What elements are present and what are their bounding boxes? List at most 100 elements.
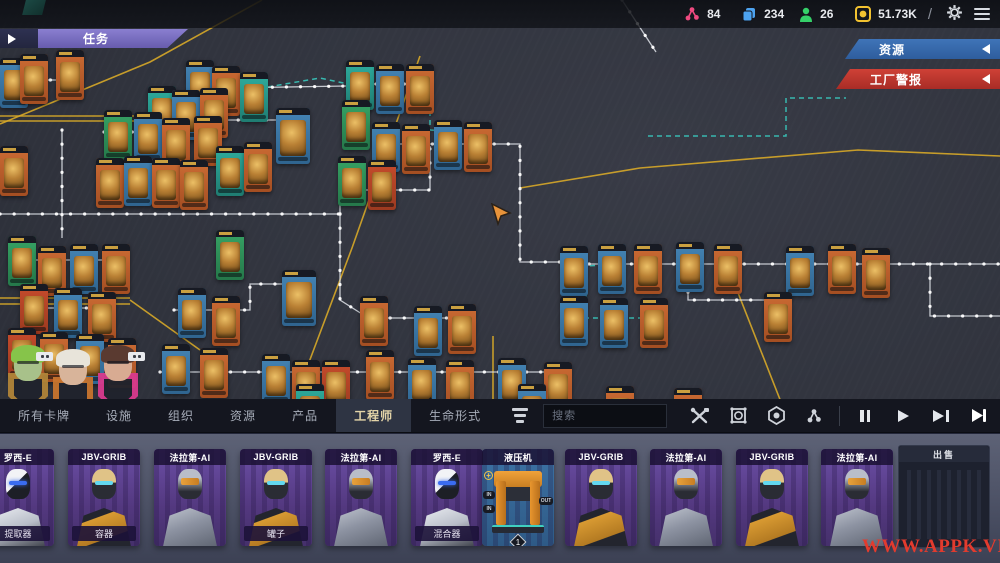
card-name: JBV-GRIB <box>68 449 140 465</box>
engineer-card[interactable]: 法拉第-AI <box>650 449 722 546</box>
machine-node[interactable] <box>56 50 84 100</box>
factory-map[interactable] <box>0 0 1000 438</box>
collapse-arrow-icon <box>982 44 990 54</box>
engineer-card[interactable]: 罗西-E 提取器 <box>0 449 54 546</box>
resources-banner-label: 资源 <box>879 42 906 57</box>
machine-node[interactable] <box>560 246 588 296</box>
expand-arrow-icon[interactable] <box>0 29 38 48</box>
machine-node[interactable] <box>212 296 240 346</box>
engineer-card[interactable]: 法拉第-AI <box>325 449 397 546</box>
machine-node[interactable] <box>20 284 48 334</box>
card-name: JBV-GRIB <box>240 449 312 465</box>
conveyor-line <box>929 264 1000 317</box>
machine-node[interactable] <box>200 348 228 398</box>
machine-node[interactable] <box>70 244 98 294</box>
engineer-card[interactable]: JBV-GRIB <box>736 449 808 546</box>
machine-node[interactable] <box>276 108 310 164</box>
conveyor-dots <box>478 142 562 264</box>
tab-工程师[interactable]: 工程师 <box>336 399 412 432</box>
machine-node[interactable] <box>244 142 272 192</box>
tab-资源[interactable]: 资源 <box>230 409 257 423</box>
machine-node[interactable] <box>434 120 462 170</box>
machine-node[interactable] <box>282 270 316 326</box>
card-name: 法拉第-AI <box>650 449 722 465</box>
machine-node[interactable] <box>402 124 430 174</box>
machine-node[interactable] <box>634 244 662 294</box>
machine-node[interactable] <box>96 158 124 208</box>
card-name: 罗西-E <box>411 449 483 465</box>
machine-node[interactable] <box>366 350 394 400</box>
machine-card[interactable]: 液压机 + IN IN OUT 1 <box>482 449 554 546</box>
machine-node[interactable] <box>376 64 404 114</box>
frame-icon[interactable] <box>721 403 755 429</box>
machine-node[interactable] <box>20 54 48 104</box>
molecule-icon[interactable] <box>797 403 831 429</box>
machine-node[interactable] <box>54 288 82 338</box>
person-icon <box>799 7 813 22</box>
machine-node[interactable] <box>764 292 792 342</box>
machine-node[interactable] <box>152 158 180 208</box>
machine-node[interactable] <box>38 246 66 296</box>
engineer-card[interactable]: JBV-GRIB 容器 <box>68 449 140 546</box>
machine-node[interactable] <box>8 236 36 286</box>
robot-portrait <box>325 465 397 546</box>
machine-node[interactable] <box>216 146 244 196</box>
fast-icon[interactable] <box>924 403 958 429</box>
tab-产品[interactable]: 产品 <box>292 409 319 423</box>
hexagon-icon[interactable] <box>759 403 793 429</box>
tab-设施[interactable]: 设施 <box>106 409 133 423</box>
pause-icon[interactable] <box>848 403 882 429</box>
machine-node[interactable] <box>406 64 434 114</box>
machine-node[interactable] <box>598 244 626 294</box>
resource-counter: 51.73K <box>855 6 917 22</box>
machine-node[interactable] <box>134 112 162 162</box>
hydraulic-press-art <box>492 471 544 533</box>
resources-banner[interactable]: 资源 <box>845 39 1000 59</box>
machine-node[interactable] <box>262 354 290 404</box>
machine-node[interactable] <box>0 146 28 196</box>
engineer-card[interactable]: 法拉第-AI <box>821 449 893 546</box>
machine-node[interactable] <box>162 344 190 394</box>
tasks-banner[interactable]: 任务 <box>0 29 188 48</box>
machine-node[interactable] <box>828 244 856 294</box>
machine-node[interactable] <box>216 230 244 280</box>
machine-node[interactable] <box>104 110 132 160</box>
machine-node[interactable] <box>342 100 370 150</box>
machine-node[interactable] <box>714 244 742 294</box>
machine-node[interactable] <box>338 156 366 206</box>
tools-icon[interactable] <box>683 403 717 429</box>
machine-node[interactable] <box>464 122 492 172</box>
machine-node[interactable] <box>240 72 268 122</box>
machine-node[interactable] <box>178 288 206 338</box>
search-input[interactable] <box>543 403 668 428</box>
machine-node[interactable] <box>560 296 588 346</box>
factory-alerts-banner[interactable]: 工厂警报 <box>836 69 1000 89</box>
engineer-card[interactable]: 罗西-E 混合器 <box>411 449 483 546</box>
menu-icon[interactable] <box>974 7 990 21</box>
tab-所有卡牌[interactable]: 所有卡牌 <box>18 409 71 423</box>
robot-portrait <box>154 465 226 546</box>
machine-node[interactable] <box>600 298 628 348</box>
machine-node[interactable] <box>414 306 442 356</box>
tab-组织[interactable]: 组织 <box>168 409 195 423</box>
filter-icon[interactable] <box>505 399 535 432</box>
machine-node[interactable] <box>180 160 208 210</box>
play-icon[interactable] <box>886 403 920 429</box>
machine-node[interactable] <box>640 298 668 348</box>
engineer-card[interactable]: JBV-GRIB <box>565 449 637 546</box>
sell-dropzone[interactable]: 出售 <box>898 445 990 548</box>
tab-生命形式[interactable]: 生命形式 <box>429 409 482 423</box>
machine-node[interactable] <box>368 160 396 210</box>
settings-gear-icon[interactable] <box>943 4 965 25</box>
engineer-card[interactable]: 法拉第-AI <box>154 449 226 546</box>
machine-node[interactable] <box>676 242 704 292</box>
fastest-icon[interactable] <box>962 403 996 429</box>
machine-node[interactable] <box>360 296 388 346</box>
machine-node[interactable] <box>862 248 890 298</box>
machine-node[interactable] <box>786 246 814 296</box>
machine-node[interactable] <box>102 244 130 294</box>
resource-counter: 84 <box>684 6 733 22</box>
engineer-card[interactable]: JBV-GRIB 罐子 <box>240 449 312 546</box>
machine-node[interactable] <box>124 156 152 206</box>
machine-node[interactable] <box>448 304 476 354</box>
